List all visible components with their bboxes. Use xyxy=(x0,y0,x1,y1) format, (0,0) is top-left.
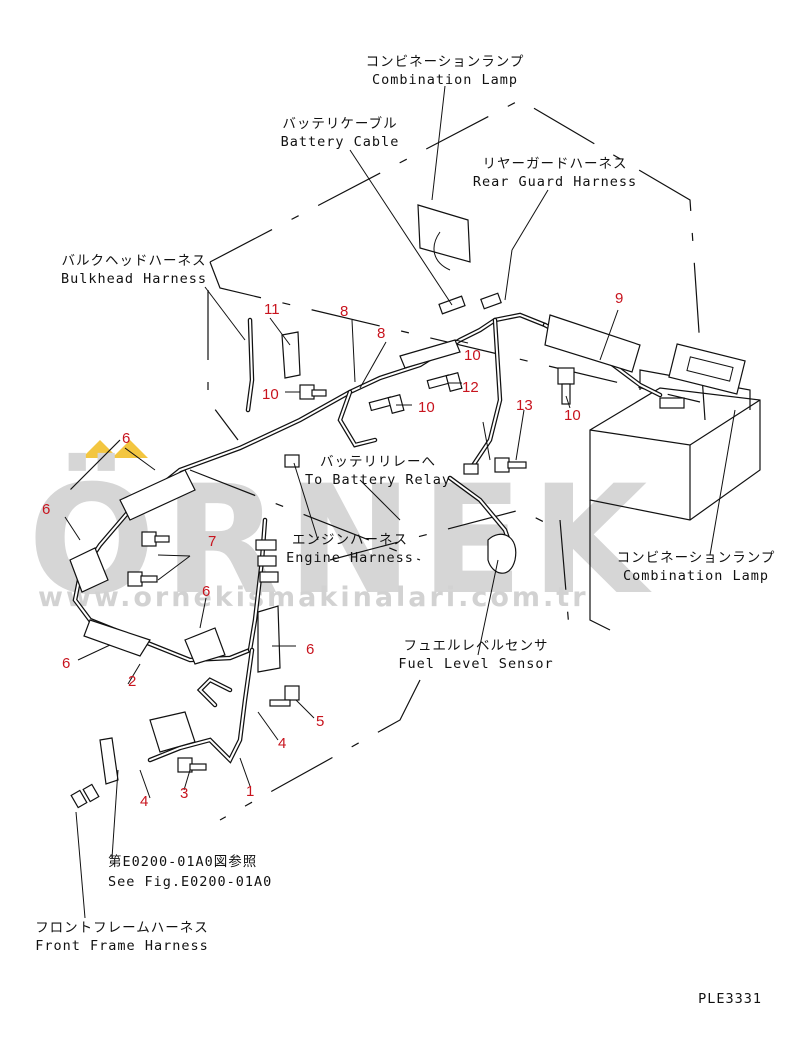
combination-lamp-top-label-en: Combination Lamp xyxy=(372,72,518,88)
watermark-accent-right xyxy=(112,440,148,458)
lamp-connector xyxy=(659,397,685,409)
fuel-level-sensor xyxy=(487,533,517,574)
battery-cable-label-jp: バッテリケーブル xyxy=(282,115,397,132)
callout-12: 12 xyxy=(462,379,479,396)
front-frame-harness-label-en: Front Frame Harness xyxy=(35,938,208,954)
callout-1: 1 xyxy=(246,783,254,800)
fuel-level-sensor-label-jp: フュエルレベルセンサ xyxy=(404,638,549,654)
rear-guard-harness-label-jp: リヤーガードハーネス xyxy=(483,156,628,172)
cable-guard-9 xyxy=(544,314,641,373)
combination-lamp-top xyxy=(417,204,471,271)
callout-2: 2 xyxy=(128,673,136,690)
battery-relay-label-jp: バッテリリレーへ xyxy=(320,454,436,470)
callout-numbers: 11 8 8 10 10 10 10 12 13 9 6 6 6 6 6 7 2… xyxy=(42,290,623,810)
bulkhead-harness-label-en: Bulkhead Harness xyxy=(61,271,207,287)
bulkhead-harness-label-jp: バルクヘッドハーネス xyxy=(62,253,207,269)
front-frame-harness-label-jp: フロントフレームハーネス xyxy=(35,920,209,936)
bolts xyxy=(127,367,575,773)
engine-harness-connector xyxy=(284,454,300,468)
combination-lamp-right-label-jp: コンビネーションランプ xyxy=(617,550,776,566)
bolt-13 xyxy=(494,457,527,473)
engine-harness-label-jp: エンジンハーネス xyxy=(292,532,408,548)
watermark-url: www.ornekismakinalari.com.tr xyxy=(38,582,589,613)
fuel-level-sensor-label-en: Fuel Level Sensor xyxy=(398,656,553,672)
front-frame-connector-b xyxy=(82,783,100,803)
callout-6-e: 6 xyxy=(306,641,314,658)
callout-10-top: 10 xyxy=(464,347,481,364)
callout-6-d: 6 xyxy=(202,583,210,600)
callout-8-upper: 8 xyxy=(340,303,348,320)
relay-connector xyxy=(463,463,479,475)
combination-lamp-right-label-en: Combination Lamp xyxy=(623,568,769,584)
callout-11: 11 xyxy=(264,301,280,318)
front-bracket xyxy=(99,737,119,785)
drawing-code: PLE3331 xyxy=(698,991,762,1007)
clamp-plate-6c xyxy=(83,619,151,657)
cable-guard-8 xyxy=(399,339,461,369)
callout-6-b: 6 xyxy=(42,501,50,518)
see-fig-label-en: See Fig.E0200-01A0 xyxy=(108,874,272,890)
callout-10-mid: 10 xyxy=(418,399,435,416)
front-frame-connector-a xyxy=(70,789,88,809)
see-fig-label-jp: 第E0200-01A0図参照 xyxy=(108,853,257,870)
callout-4-left: 3 xyxy=(180,785,188,802)
watermark: ÖRNEK www.ornekismakinalari.com.tr xyxy=(28,440,655,628)
rear-guard-harness-label-en: Rear Guard Harness xyxy=(473,174,637,190)
combination-lamp-top-housing xyxy=(417,204,471,263)
battery-box xyxy=(589,343,761,631)
clamp-plate-lower xyxy=(149,711,196,753)
engine-connector-a xyxy=(255,539,277,551)
callout-10-left: 10 xyxy=(262,386,279,403)
bolt-7a xyxy=(141,531,170,547)
callout-10-right: 10 xyxy=(564,407,581,424)
clamp-plate-6b xyxy=(69,547,109,593)
bolt-7b xyxy=(127,571,158,587)
callout-4-right: 4 xyxy=(278,735,286,752)
callout-7: 7 xyxy=(208,533,216,550)
engine-harness-label-en: Engine Harness xyxy=(286,550,414,566)
bolt-10d xyxy=(557,367,575,405)
rear-guard-connector xyxy=(480,292,502,310)
callout-3: 4 xyxy=(140,793,148,810)
watermark-brand: ÖRNEK xyxy=(28,452,655,628)
leader-lines xyxy=(64,85,736,919)
callout-8-lower: 8 xyxy=(377,325,385,342)
machine-outline xyxy=(59,99,706,821)
bolt-10c xyxy=(299,384,327,400)
watermark-accent-left xyxy=(82,440,118,458)
combination-lamp-top-label-jp: コンビネーションランプ xyxy=(366,54,525,70)
bolt-10b xyxy=(426,371,463,393)
battery-cable-label-en: Battery Cable xyxy=(281,134,400,150)
bolt-10a xyxy=(368,393,405,415)
clamp-plate-6d xyxy=(184,627,226,665)
engine-connector-c xyxy=(259,571,279,583)
clamp-plate-6e xyxy=(257,605,281,673)
callout-6-c: 6 xyxy=(62,655,70,672)
battery-relay-label-en: To Battery Relay xyxy=(305,472,451,488)
callout-9: 9 xyxy=(615,290,623,307)
engine-connector-b xyxy=(257,555,277,567)
callout-6-a: 6 xyxy=(122,430,130,447)
bolt-4 xyxy=(177,757,207,773)
bolt-5 xyxy=(269,685,300,707)
combination-lamp-right-housing xyxy=(668,343,746,395)
callout-5: 5 xyxy=(316,713,324,730)
part-labels: コンビネーションランプ Combination Lamp バッテリケーブル Ba… xyxy=(35,54,776,1007)
clamp-plate-6a xyxy=(119,469,196,521)
callout-13: 13 xyxy=(516,397,533,414)
harness-clamps xyxy=(69,314,641,785)
bracket-11 xyxy=(281,331,301,379)
